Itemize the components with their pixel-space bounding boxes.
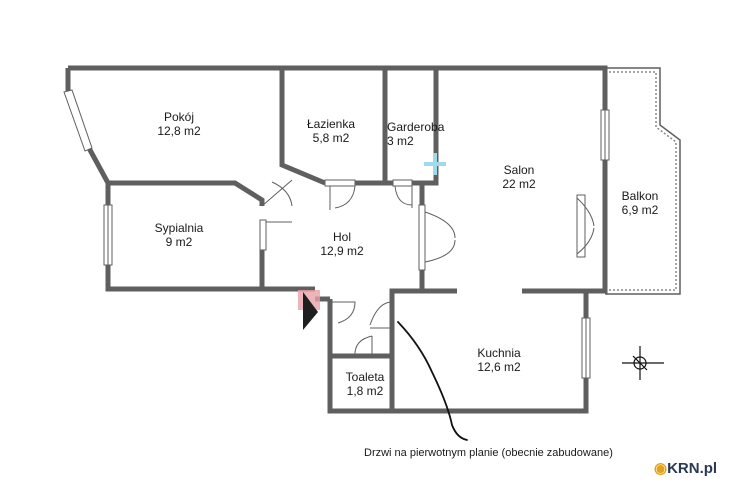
entrance-marker — [298, 290, 320, 330]
room-name: Pokój — [163, 110, 195, 124]
room-label-sypialnia: Sypialnia 9 m2 — [148, 221, 210, 249]
original-door-trace — [397, 321, 468, 441]
room-name: Sypialnia — [154, 221, 204, 235]
room-area: 5,8 m2 — [312, 131, 350, 145]
room-area: 12,8 m2 — [157, 124, 201, 138]
logo-mark: KRN — [667, 460, 700, 477]
room-area: 6,9 m2 — [621, 203, 659, 217]
room-name: Toaleta — [345, 370, 385, 384]
logo-badge-icon: ◉ — [654, 460, 668, 477]
room-area: 12,6 m2 — [477, 360, 521, 374]
logo-suffix: .pl — [699, 460, 718, 477]
doors — [259, 179, 595, 357]
plan-annotation: Drzwi na pierwotnym planie (obecnie zabu… — [364, 447, 613, 459]
room-label-kuchnia: Kuchnia 12,6 m2 — [468, 346, 530, 374]
room-label-balkon: Balkon 6,9 m2 — [612, 189, 668, 217]
room-name: Hol — [332, 230, 351, 244]
north-arrow-icon — [622, 346, 664, 380]
room-label-hol: Hol 12,9 m2 — [313, 230, 371, 258]
room-label-lazienka: Łazienka 5,8 m2 — [300, 117, 362, 145]
room-name: Kuchnia — [477, 346, 521, 360]
room-area: 1,8 m2 — [346, 384, 384, 398]
room-area: 9 m2 — [165, 235, 193, 249]
room-label-garderoba: Garderoba 3 m2 — [387, 120, 444, 148]
room-name: Salon — [503, 163, 535, 177]
krn-logo: ◉KRN.pl — [654, 459, 717, 477]
cross-marker — [424, 153, 446, 175]
windows — [63, 89, 610, 379]
room-area: 3 m2 — [387, 134, 414, 148]
room-name: Balkon — [621, 189, 659, 203]
room-name: Łazienka — [306, 117, 356, 131]
room-name: Garderoba — [387, 120, 445, 134]
balcony — [605, 67, 681, 295]
room-area: 22 m2 — [502, 177, 536, 191]
room-label-toaleta: Toaleta 1,8 m2 — [338, 370, 392, 398]
room-label-salon: Salon 22 m2 — [488, 163, 550, 191]
room-label-pokoj: Pokój 12,8 m2 — [148, 110, 210, 138]
room-area: 12,9 m2 — [320, 244, 364, 258]
